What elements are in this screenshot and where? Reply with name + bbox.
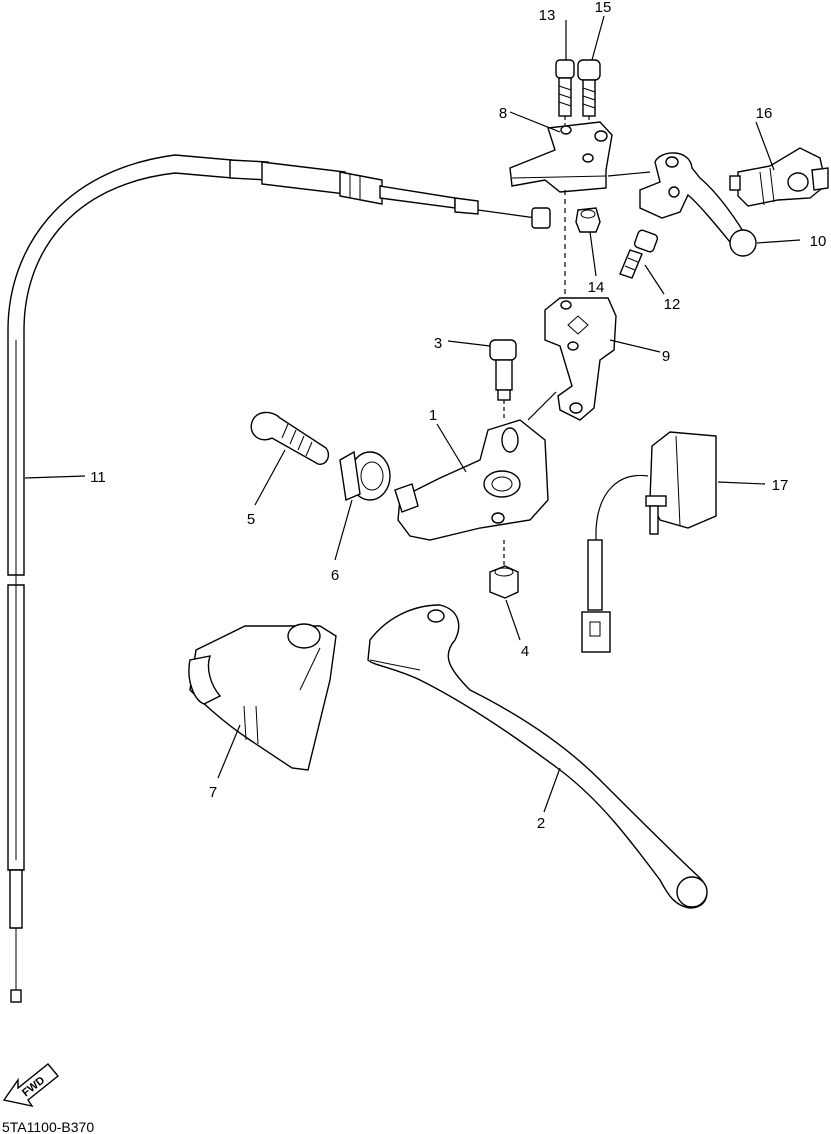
callout-15: 15 bbox=[595, 0, 612, 16]
holder-part-9 bbox=[527, 297, 617, 421]
bolt-part-12 bbox=[619, 229, 659, 279]
locknut-part-6 bbox=[339, 450, 391, 502]
cover-part-7 bbox=[188, 623, 337, 771]
adjuster-part-5 bbox=[250, 411, 330, 465]
callout-3: 3 bbox=[434, 335, 442, 352]
callout-1: 1 bbox=[429, 407, 437, 424]
callout-5: 5 bbox=[247, 511, 255, 528]
lever-part-10 bbox=[639, 152, 757, 257]
switch-part-17 bbox=[581, 431, 717, 653]
clutch-cable-part-11 bbox=[7, 154, 551, 1003]
clamp-part-16 bbox=[729, 147, 829, 207]
callout-2: 2 bbox=[537, 815, 545, 832]
clutch-lever-part-2 bbox=[367, 604, 708, 909]
callout-4: 4 bbox=[521, 643, 529, 660]
callout-labels: 1 2 3 4 5 6 7 8 9 10 11 12 13 14 15 16 1… bbox=[90, 0, 826, 832]
bracket-part-8 bbox=[509, 121, 651, 193]
callout-12: 12 bbox=[664, 296, 681, 313]
nut-part-14 bbox=[564, 190, 601, 300]
bolt-part-13 bbox=[555, 59, 575, 125]
screw-part-15 bbox=[577, 59, 601, 140]
callout-17: 17 bbox=[772, 477, 789, 494]
leader-lines bbox=[24, 15, 801, 813]
callout-10: 10 bbox=[810, 233, 827, 250]
callout-11: 11 bbox=[90, 469, 106, 486]
callout-8: 8 bbox=[499, 105, 507, 122]
pivot-bolt-part-3 bbox=[489, 339, 517, 420]
callout-13: 13 bbox=[539, 7, 556, 24]
lever-bracket-part-1 bbox=[394, 419, 549, 565]
callout-9: 9 bbox=[662, 348, 670, 365]
callout-14: 14 bbox=[588, 279, 605, 296]
drawing-code: 5TA1100-B370 bbox=[2, 1119, 94, 1134]
callout-7: 7 bbox=[209, 784, 217, 801]
callout-16: 16 bbox=[756, 105, 773, 122]
fwd-arrow-icon: FWD bbox=[2, 1063, 59, 1108]
callout-6: 6 bbox=[331, 567, 339, 584]
nut-part-4 bbox=[489, 565, 519, 599]
